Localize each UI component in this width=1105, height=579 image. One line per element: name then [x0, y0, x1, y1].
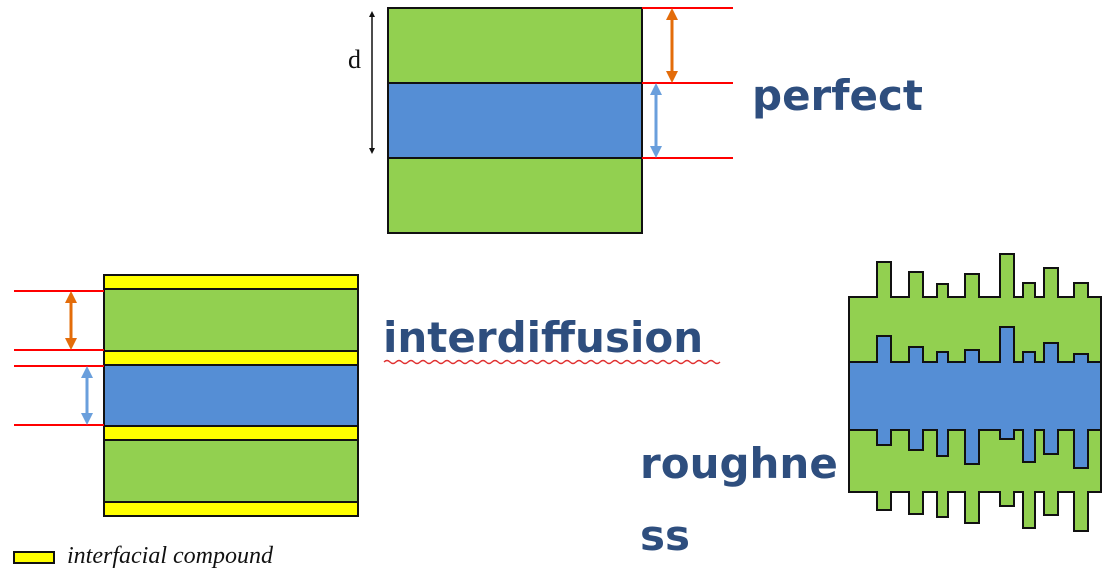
- interdiffusion-top-green-layer: [103, 281, 359, 352]
- perfect-label: perfect: [752, 71, 923, 120]
- roughness-top-green-layer: [848, 253, 1102, 363]
- roughness-stack: [848, 253, 1102, 532]
- perfect-interface-lines: d: [348, 7, 733, 159]
- interfacial-compound-layer-4: [103, 501, 359, 517]
- interdiffusion-label: interdiffusion: [383, 313, 703, 362]
- legend: interfacial compound: [13, 543, 274, 569]
- interdiffusion-bottom-green-layer: [103, 439, 359, 503]
- roughness-label-line-2: ss: [640, 511, 690, 560]
- interdiffusion-interface-lines: [14, 290, 104, 426]
- interdiffusion-blue-layer: [103, 364, 359, 427]
- perfect-top-green-layer: [387, 7, 643, 84]
- interfacial-compound-layer-1: [103, 274, 359, 290]
- roughness-label-line-1: roughne: [640, 439, 838, 488]
- interfacial-compound-layer-3: [103, 425, 359, 441]
- perfect-stack: [387, 7, 643, 234]
- interdiffusion-stack: [103, 274, 359, 517]
- interfacial-compound-layer-2: [103, 350, 359, 366]
- roughness-blue-layer: [848, 326, 1102, 469]
- period-d-label: d: [348, 45, 361, 74]
- perfect-blue-layer: [387, 82, 643, 159]
- perfect-bottom-green-layer: [387, 157, 643, 234]
- legend-label: interfacial compound: [67, 543, 274, 569]
- spellcheck-underline: [383, 359, 721, 365]
- legend-compound-swatch: [13, 551, 55, 564]
- roughness-bottom-green-layer: [848, 429, 1102, 532]
